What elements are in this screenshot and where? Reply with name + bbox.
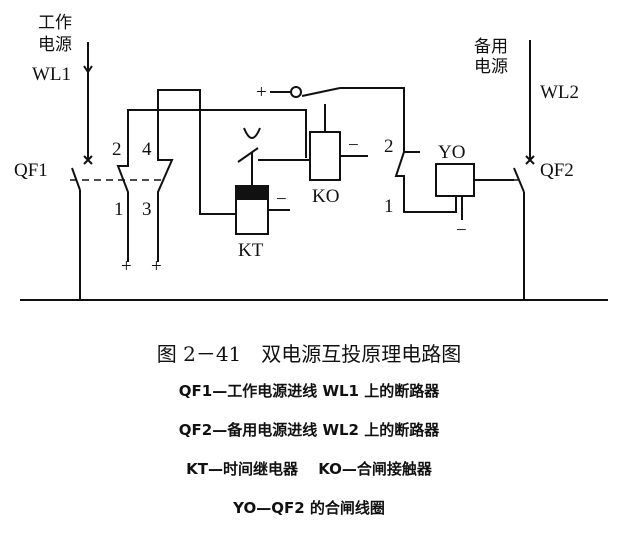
source-right-label-1: 备用 bbox=[474, 37, 508, 57]
plus-terminal-1: + bbox=[121, 256, 132, 277]
ko-contact-1: 1 bbox=[384, 196, 394, 217]
aux-contact-1-2 bbox=[116, 109, 307, 262]
ko-label: KO bbox=[312, 186, 339, 207]
qf2-label: QF2 bbox=[540, 160, 574, 181]
ko-contactor-coil bbox=[309, 131, 341, 181]
qf2-cross bbox=[525, 155, 535, 165]
legend-kt-ko: KT—时间继电器 KO—合闸接触器 bbox=[186, 460, 432, 478]
circuit-diagram: 工作 电源 WL1 QF1 备用 电源 WL2 QF2 2 4 1 3 + + … bbox=[14, 13, 608, 301]
qf2-blade bbox=[513, 167, 525, 193]
aux-contact-3-4 bbox=[157, 89, 236, 262]
contact-2: 2 bbox=[112, 139, 122, 160]
plus-terminal-2: + bbox=[151, 256, 162, 277]
contact-1: 1 bbox=[114, 199, 124, 220]
wl1-label: WL1 bbox=[32, 64, 71, 85]
kt-contact-blade bbox=[237, 147, 259, 163]
qf1-blade bbox=[71, 167, 81, 191]
source-left-label-2: 电源 bbox=[38, 35, 72, 55]
yo-label: YO bbox=[438, 142, 465, 163]
legend-qf1: QF1—工作电源进线 WL1 上的断路器 bbox=[178, 382, 440, 400]
figure-title: 图 2－41 双电源互投原理电路图 bbox=[156, 342, 462, 366]
contact-3: 3 bbox=[142, 199, 152, 220]
ko-contact-blade bbox=[301, 87, 341, 97]
legend-qf2: QF2—备用电源进线 WL2 上的断路器 bbox=[178, 421, 440, 439]
ko-main-contact bbox=[356, 87, 457, 213]
ko-minus: − bbox=[348, 135, 359, 156]
yo-closing-coil bbox=[435, 163, 475, 197]
kt-minus: − bbox=[276, 189, 287, 210]
qf1-label: QF1 bbox=[14, 160, 48, 181]
ko-terminal bbox=[290, 86, 302, 98]
contact-4: 4 bbox=[142, 139, 152, 160]
ko-plus: + bbox=[256, 82, 267, 103]
source-right-label-2: 电源 bbox=[474, 57, 508, 77]
legend-yo: YO—QF2 的合闸线圈 bbox=[233, 499, 385, 517]
qf1-cross bbox=[83, 155, 93, 165]
kt-relay-delay-mark bbox=[236, 186, 268, 200]
source-left-label-1: 工作 bbox=[38, 13, 72, 33]
wl1-arrow bbox=[83, 42, 93, 76]
ko-contact-2: 2 bbox=[384, 136, 394, 157]
wl2-label: WL2 bbox=[540, 82, 579, 103]
kt-label: KT bbox=[238, 240, 264, 261]
yo-minus: − bbox=[456, 220, 467, 241]
kt-delay-arc bbox=[243, 127, 261, 139]
